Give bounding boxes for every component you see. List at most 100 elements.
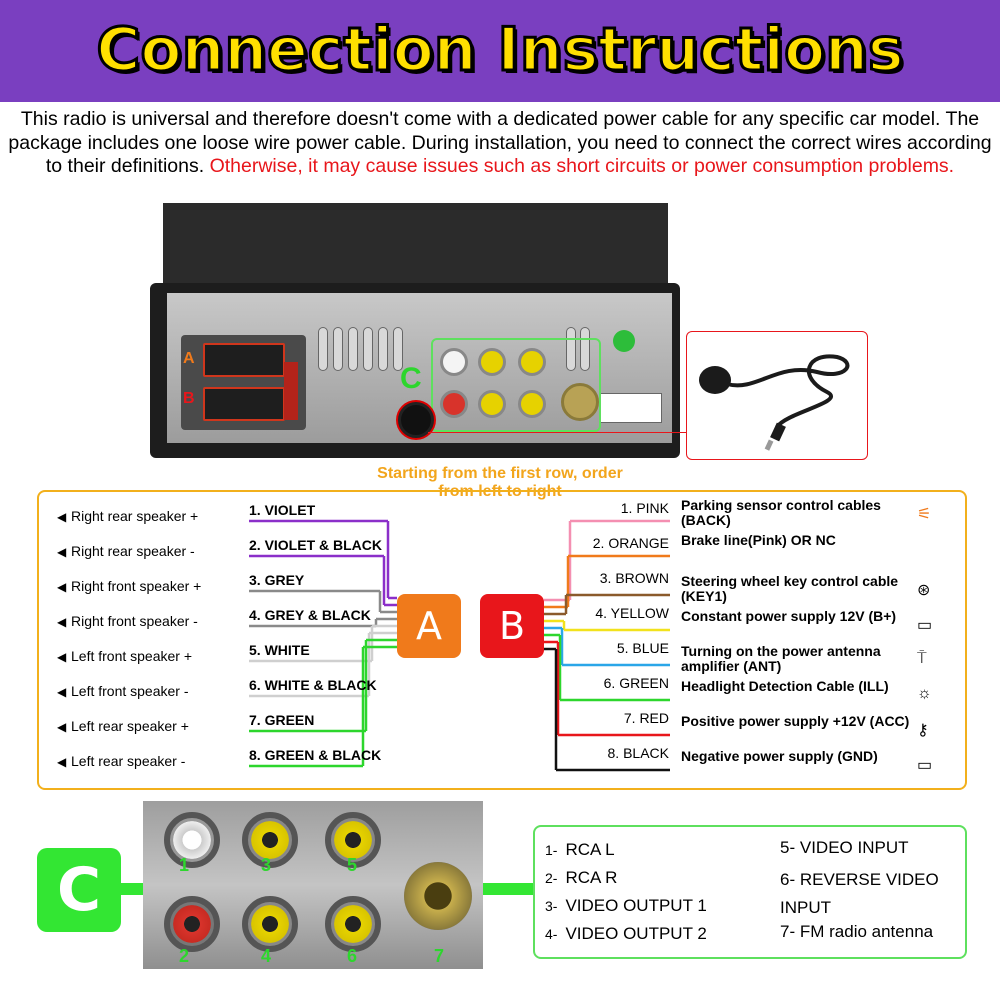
wire-b-label: 5. BLUE — [616, 640, 669, 656]
steering-wheel-icon: ⊛ — [917, 582, 931, 599]
speaker-function-label: ◀ Right front speaker + — [57, 578, 201, 594]
photo-jack-6 — [325, 896, 381, 952]
photo-antenna-jack — [404, 862, 472, 930]
speaker-icon: ◀ — [57, 580, 67, 594]
wire-b-function: Negative power supply (GND) — [681, 748, 878, 764]
rca-group-label: C — [400, 362, 422, 395]
rca-jack-5 — [518, 348, 546, 376]
intro-text: This radio is universal and therefore do… — [8, 108, 992, 177]
radio-top-panel — [163, 203, 668, 295]
rca-legend-box — [533, 825, 967, 959]
wire-b-label: 7. RED — [623, 710, 669, 726]
wire-b-label: 3. BROWN — [599, 570, 669, 586]
wire-b-label: 1. PINK — [620, 500, 669, 516]
microphone-callout — [686, 331, 868, 460]
iso-socket-b — [203, 387, 285, 421]
connector-a-badge: A — [397, 594, 461, 658]
antenna-jack — [561, 383, 599, 421]
speaker-function-text: Left front speaker + — [71, 648, 193, 664]
speaker-icon: ◀ — [57, 545, 67, 559]
vent-slot — [318, 327, 328, 371]
wire-a-label: 7. GREEN — [249, 712, 315, 728]
rca-legend-item: 3-VIDEO OUTPUT 1 — [545, 896, 707, 915]
speaker-function-label: ◀ Right rear speaker + — [57, 508, 198, 524]
wire-b-function: Brake line(Pink) OR NC — [681, 532, 836, 548]
photo-jack-3 — [242, 812, 298, 868]
wire-a-label: 6. WHITE & BLACK — [249, 677, 377, 693]
wire-b-function: Steering wheel key control cable (KEY1) — [681, 573, 899, 604]
rca-legend-item: 4-VIDEO OUTPUT 2 — [545, 924, 707, 943]
wire-b-function: Turning on the power antenna amplifier (… — [681, 643, 881, 674]
vent-slot — [580, 327, 590, 371]
vent-slot — [363, 327, 373, 371]
speaker-function-label: ◀ Right rear speaker - — [57, 543, 195, 559]
wire-b-label: 6. GREEN — [603, 675, 669, 691]
rca-number: 6 — [347, 946, 358, 966]
speaker-function-text: Right front speaker - — [71, 613, 198, 629]
rca-number: 1 — [179, 855, 190, 875]
rca-legend-item: 7- FM radio antenna — [780, 922, 934, 941]
speaker-function-text: Right rear speaker - — [71, 543, 195, 559]
rca-number: 7 — [434, 946, 445, 966]
wire-a-label: 3. GREY — [249, 572, 305, 588]
iso-fuse — [284, 362, 298, 420]
microphone-icon — [699, 354, 850, 451]
speaker-icon: ◀ — [57, 720, 67, 734]
wire-a-label: 8. GREEN & BLACK — [249, 747, 382, 763]
vent-slot — [378, 327, 388, 371]
photo-jack-2 — [164, 896, 220, 952]
vent-slot — [566, 327, 576, 371]
vent-slot — [348, 327, 358, 371]
rca-number: 4 — [261, 946, 272, 966]
speaker-function-text: Right rear speaker + — [71, 508, 199, 524]
rca-jack-6 — [518, 390, 546, 418]
rca-legend-item: 2-RCA R — [545, 868, 618, 887]
speaker-function-label: ◀ Left front speaker + — [57, 648, 192, 664]
ce-sticker — [600, 393, 662, 423]
wire-b-label: 8. BLACK — [607, 745, 669, 761]
rca-jack-4 — [478, 390, 506, 418]
intro-paragraph: This radio is universal and therefore do… — [0, 108, 1000, 179]
speaker-function-text: Left front speaker - — [71, 683, 189, 699]
wire-b-function: Parking sensor control cables (BACK) — [681, 497, 881, 528]
parking-light-icon: ⚟ — [917, 506, 932, 523]
speaker-function-text: Left rear speaker + — [71, 718, 189, 734]
speaker-function-text: Left rear speaker - — [71, 753, 186, 769]
rca-panel-highlight — [431, 338, 601, 432]
speaker-icon: ◀ — [57, 650, 67, 664]
page-title: Connection Instructions — [95, 14, 905, 87]
key-icon: ⚷ — [917, 722, 929, 739]
rca-legend-item: 1-RCA L — [545, 840, 615, 859]
wire-a-label: 2. VIOLET & BLACK — [249, 537, 383, 553]
wire-a-label: 1. VIOLET — [249, 502, 316, 518]
rca-number: 3 — [261, 855, 272, 875]
speaker-icon: ◀ — [57, 510, 67, 524]
socket-a-label: A — [183, 350, 195, 367]
rca-number: 2 — [179, 946, 190, 966]
photo-jack-1 — [164, 812, 220, 868]
wiring-panel — [37, 490, 967, 790]
photo-jack-5 — [325, 812, 381, 868]
battery-icon: ▭ — [917, 617, 933, 634]
connector-b-badge: B — [480, 594, 544, 658]
mic-callout-line — [428, 432, 686, 433]
iso-socket-a — [203, 343, 285, 377]
wire-b-label: 2. ORANGE — [592, 535, 669, 551]
photo-jack-4 — [242, 896, 298, 952]
speaker-icon: ◀ — [57, 685, 67, 699]
antenna-icon: ⍑ — [917, 650, 927, 667]
c-connector-bar — [121, 883, 143, 895]
speaker-function-label: ◀ Right front speaker - — [57, 613, 198, 629]
speaker-function-label: ◀ Left rear speaker + — [57, 718, 189, 734]
rca-jack-3 — [478, 348, 506, 376]
title-banner — [0, 0, 1000, 102]
wire-b-function: Constant power supply 12V (B+) — [681, 608, 897, 624]
rca-jack-1 — [440, 348, 468, 376]
rca-legend-item: 6- REVERSE VIDEO INPUT — [780, 870, 939, 917]
vent-slot — [333, 327, 343, 371]
speaker-function-text: Right front speaker + — [71, 578, 202, 594]
speaker-icon: ◀ — [57, 615, 67, 629]
wire-b-function: Headlight Detection Cable (ILL) — [681, 678, 889, 694]
speaker-icon: ◀ — [57, 755, 67, 769]
